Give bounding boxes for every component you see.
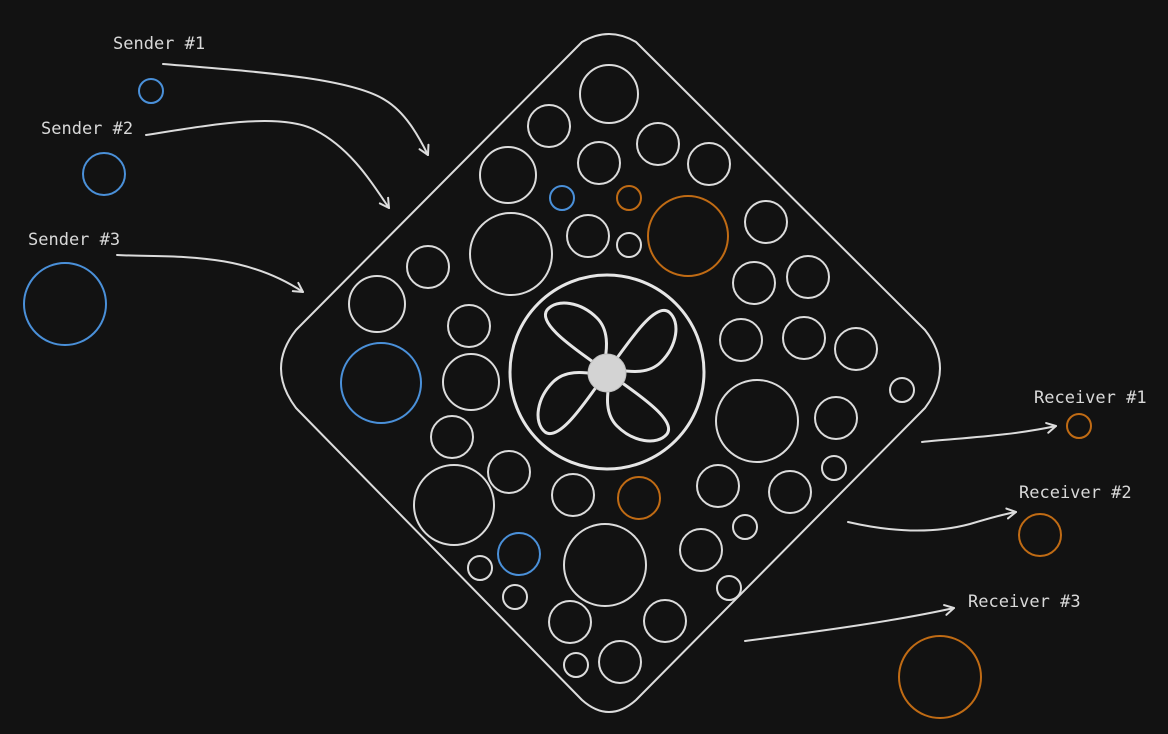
fan-hub <box>587 353 627 393</box>
fan-blade <box>536 370 599 436</box>
bubble <box>616 232 642 258</box>
bubble <box>430 415 474 459</box>
receiver-node-2 <box>1018 513 1062 557</box>
bubble <box>566 214 610 258</box>
fan-blade <box>605 380 671 443</box>
bubble <box>643 599 687 643</box>
bubble <box>406 245 450 289</box>
bubble <box>696 464 740 508</box>
bubble <box>716 575 742 601</box>
bubble <box>527 104 571 148</box>
bubble <box>502 584 528 610</box>
bubble <box>469 212 553 296</box>
bubble <box>467 555 493 581</box>
sender-node-3 <box>23 262 107 346</box>
bubble <box>348 275 406 333</box>
receiver-arrow-3 <box>744 604 955 642</box>
bubble <box>563 652 589 678</box>
bubble <box>413 464 495 546</box>
bubble-orange <box>647 195 729 277</box>
bubble <box>563 523 647 607</box>
sender-arrow-2 <box>145 120 390 209</box>
bubble <box>579 64 639 124</box>
bubble-blue <box>549 185 575 211</box>
bubble <box>786 255 830 299</box>
bubble <box>636 122 680 166</box>
sender-node-1 <box>138 78 164 104</box>
bubble <box>447 304 491 348</box>
container-diamond <box>280 33 941 713</box>
bubbles <box>340 64 915 684</box>
bubble <box>719 318 763 362</box>
receiver-node-1 <box>1066 413 1092 439</box>
receiver-node-3 <box>898 635 982 719</box>
bubble <box>814 396 858 440</box>
bubble-orange <box>617 476 661 520</box>
bubble <box>442 353 500 411</box>
receiver-arrow-1 <box>921 422 1057 443</box>
bubble <box>687 142 731 186</box>
receiver-label-3: Receiver #3 <box>968 592 1081 612</box>
bubble-blue <box>497 532 541 576</box>
bubble <box>744 200 788 244</box>
sender-node-2 <box>82 152 126 196</box>
bubble <box>732 514 758 540</box>
receiver-arrow-2 <box>847 507 1017 532</box>
fan-icon <box>508 273 706 471</box>
fan-blade <box>543 301 609 364</box>
sender-label-2: Sender #2 <box>41 119 133 139</box>
bubble-orange <box>616 185 642 211</box>
bubble <box>551 473 595 517</box>
bubble <box>732 261 776 305</box>
fan-housing <box>508 273 706 471</box>
fan-blade <box>615 308 678 374</box>
bubble <box>577 141 621 185</box>
bubble <box>487 450 531 494</box>
bubble <box>768 470 812 514</box>
bubble <box>715 379 799 463</box>
bubble-blue <box>340 342 422 424</box>
bubble <box>548 600 592 644</box>
bubble <box>889 377 915 403</box>
bubble <box>782 316 826 360</box>
sender-label-1: Sender #1 <box>113 34 205 54</box>
bubble <box>821 455 847 481</box>
bubble <box>598 640 642 684</box>
receiver-label-1: Receiver #1 <box>1034 388 1147 408</box>
sender-arrow-1 <box>162 63 430 156</box>
sender-label-3: Sender #3 <box>28 230 120 250</box>
bubble <box>679 528 723 572</box>
bubble <box>834 327 878 371</box>
sender-arrow-3 <box>116 254 304 293</box>
bubble <box>479 146 537 204</box>
receiver-label-2: Receiver #2 <box>1019 483 1132 503</box>
